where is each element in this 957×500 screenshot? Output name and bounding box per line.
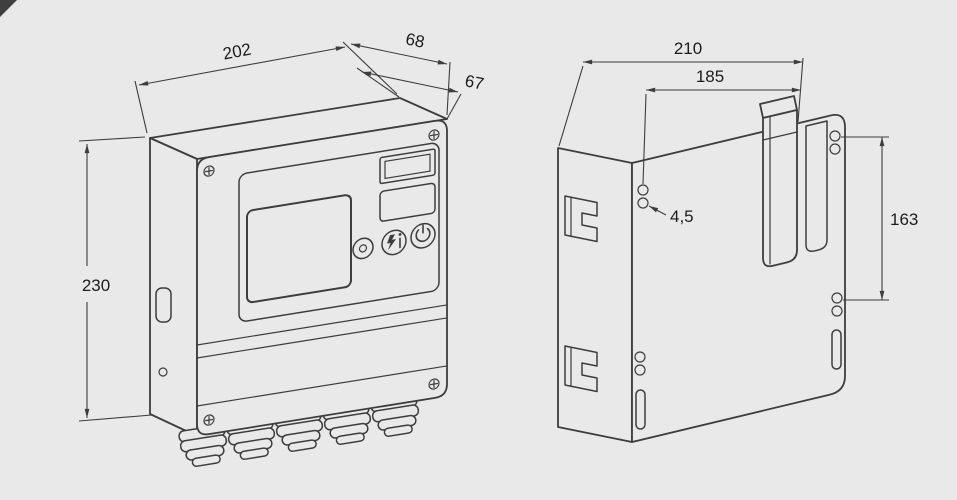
dim-label-width: 202	[221, 40, 252, 64]
display-window	[246, 194, 352, 304]
panel-screws	[203, 129, 440, 426]
mounting-hole	[634, 364, 646, 376]
flash-info-icon	[387, 234, 396, 251]
dim-label-height: 230	[82, 276, 110, 295]
mounting-clip	[564, 345, 598, 393]
mounting-hole	[637, 197, 649, 209]
reset-button	[381, 229, 407, 256]
cover-seam-line	[196, 304, 448, 346]
label-plate	[379, 182, 436, 222]
side-clips	[564, 195, 598, 393]
mounting-slot	[635, 389, 646, 430]
hook-slot-bend	[762, 131, 798, 141]
rear-view-dimensions: 210 185 163 4,5	[558, 39, 918, 301]
mounting-holes	[634, 130, 843, 376]
mounting-hole	[634, 351, 646, 363]
mounting-hole	[829, 130, 841, 142]
display-screen	[384, 153, 431, 180]
front-view: 202 68 67 230	[78, 29, 486, 467]
mounting-hole	[637, 184, 649, 196]
dim-label-overall-width: 210	[674, 39, 702, 58]
front-view-dimensions: 202 68 67 230	[78, 29, 486, 422]
corner-mark	[0, 0, 17, 17]
side-screw	[158, 367, 168, 377]
mounting-hole	[829, 143, 841, 155]
dim-label-depth-total: 68	[404, 29, 426, 51]
dim-label-mounting-height: 163	[890, 210, 918, 229]
dim-line-depth-total	[350, 43, 448, 65]
mounting-clip	[564, 195, 598, 243]
left-side-face	[149, 137, 198, 437]
dim-label-depth-housing: 67	[463, 71, 485, 93]
dim-label-hole-diameter: 4,5	[670, 207, 694, 226]
dim-line-width	[138, 46, 346, 86]
hook-slot-inner	[805, 120, 828, 252]
dim-line-depth-housing	[361, 71, 459, 93]
indicator-knob	[352, 237, 374, 260]
mounting-slot	[831, 329, 842, 370]
front-panel	[196, 129, 448, 426]
leader-hole-diameter	[648, 205, 667, 216]
dim-label-mounting-width: 185	[696, 67, 724, 86]
info-dot	[398, 233, 402, 236]
rear-side-face	[557, 147, 633, 443]
mounting-hole	[831, 292, 843, 304]
cover-seam-line	[196, 317, 448, 359]
mounting-hole	[831, 305, 843, 317]
rear-view: 210 185 163 4,5	[557, 39, 918, 443]
indicator-knob-dot	[358, 244, 368, 253]
display-bezel	[379, 148, 436, 185]
hook-slot	[762, 109, 798, 268]
cover-seam-line	[196, 365, 448, 407]
power-icon	[415, 227, 431, 243]
side-slot	[155, 287, 172, 323]
